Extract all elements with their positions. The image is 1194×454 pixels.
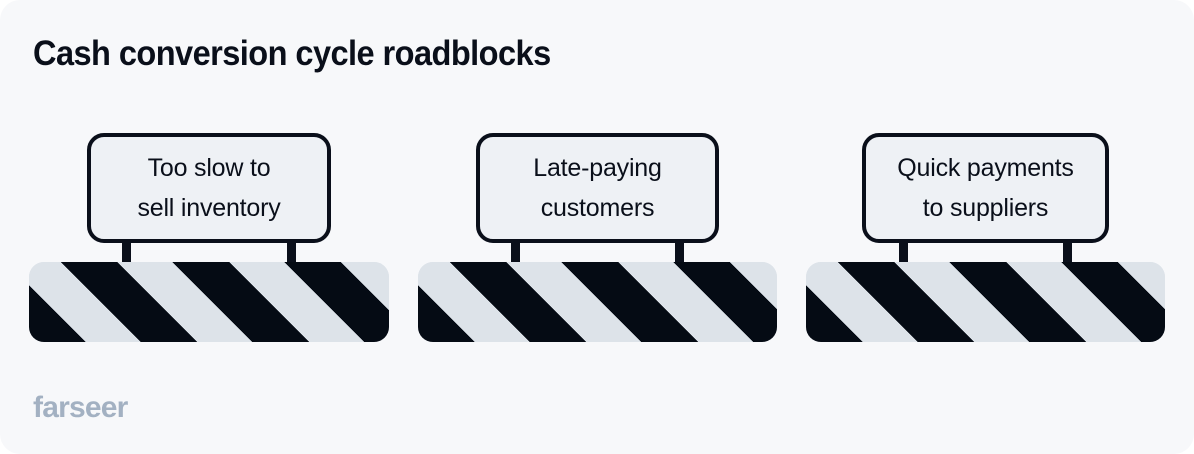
- roadblock-sign-line-2: customers: [540, 194, 655, 222]
- roadblock-sign-line-2: sell inventory: [137, 194, 281, 222]
- page-title: Cash conversion cycle roadblocks: [33, 34, 551, 73]
- sign-leg-left-icon: [899, 230, 908, 272]
- sign-legs: [806, 230, 1165, 275]
- brand-logo: farseer: [33, 391, 128, 424]
- striped-barrier-icon: [418, 262, 777, 342]
- striped-barrier-icon: [806, 262, 1165, 342]
- roadblock-sign-line-1: Quick payments: [897, 153, 1074, 182]
- sign-legs: [418, 230, 777, 275]
- barrier-stripes: [418, 262, 777, 342]
- barrier-stripes: [806, 262, 1165, 342]
- sign-leg-left-icon: [122, 230, 131, 272]
- sign-leg-right-icon: [1063, 230, 1072, 272]
- roadblock-sign: Quick payments to suppliers: [862, 133, 1109, 243]
- roadblock-item: Quick payments to suppliers: [806, 0, 1165, 454]
- roadblock-sign-line-2: to suppliers: [922, 194, 1049, 222]
- roadblock-sign: Late-paying customers: [476, 133, 719, 243]
- sign-leg-right-icon: [287, 230, 296, 272]
- roadblock-sign-line-1: Too slow to: [147, 153, 271, 182]
- barrier-stripes: [29, 262, 389, 342]
- sign-leg-left-icon: [511, 230, 520, 272]
- roadblock-sign-line-1: Late-paying: [533, 153, 662, 182]
- striped-barrier-icon: [29, 262, 389, 342]
- roadblock-item: Late-paying customers: [418, 0, 777, 454]
- roadblock-sign: Too slow to sell inventory: [87, 133, 331, 243]
- sign-legs: [29, 230, 389, 275]
- roadblock-item: Too slow to sell inventory: [29, 0, 389, 454]
- sign-leg-right-icon: [675, 230, 684, 272]
